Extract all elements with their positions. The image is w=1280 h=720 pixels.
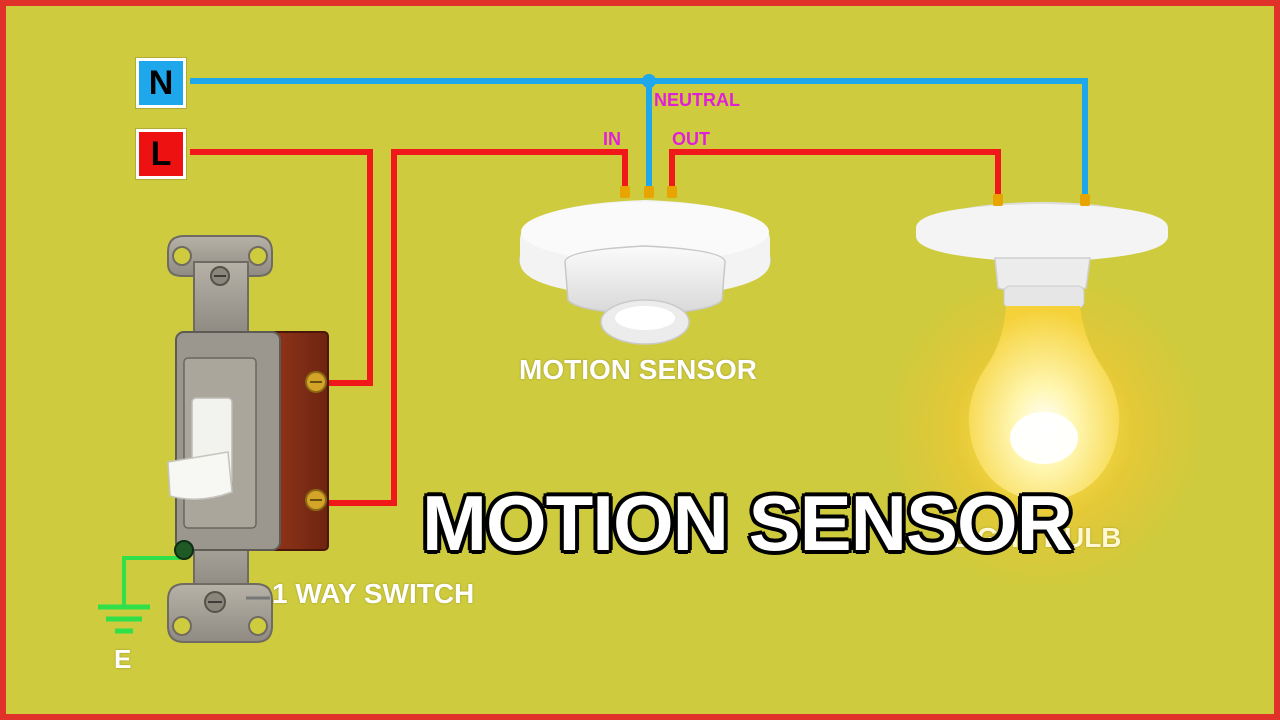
diagram-title: MOTION SENSOR — [420, 478, 1074, 569]
sensor-pin-out — [667, 186, 677, 198]
one-way-switch-device — [167, 235, 329, 643]
live-wire-to-switch — [190, 149, 373, 386]
neutral-terminal-label: N — [148, 63, 174, 102]
earth-label: E — [114, 644, 132, 674]
switch-label: 1 WAY SWITCH — [272, 578, 475, 609]
sensor-out-wire — [669, 149, 1001, 196]
sensor-pin-neutral — [644, 186, 654, 198]
in-wire-label: IN — [603, 129, 621, 149]
bulb-pin-live — [993, 194, 1003, 206]
neutral-terminal-box: N — [136, 58, 186, 108]
live-terminal-label: L — [150, 134, 172, 173]
out-wire-label: OUT — [672, 129, 710, 149]
neutral-wire-label: NEUTRAL — [654, 90, 740, 110]
neutral-junction-dot — [642, 74, 656, 88]
light-bulb-device — [884, 194, 1204, 590]
switched-live-wire — [322, 149, 628, 506]
earth-wire — [122, 556, 180, 607]
motion-sensor-label: MOTION SENSOR — [519, 354, 758, 385]
live-terminal-box: L — [136, 129, 186, 179]
neutral-wire-main — [190, 78, 1088, 196]
light-bulb-label: LIGHT BULB — [952, 522, 1122, 553]
motion-sensor-device — [519, 186, 771, 345]
bulb-pin-neutral — [1080, 194, 1090, 206]
sensor-pin-in — [620, 186, 630, 198]
